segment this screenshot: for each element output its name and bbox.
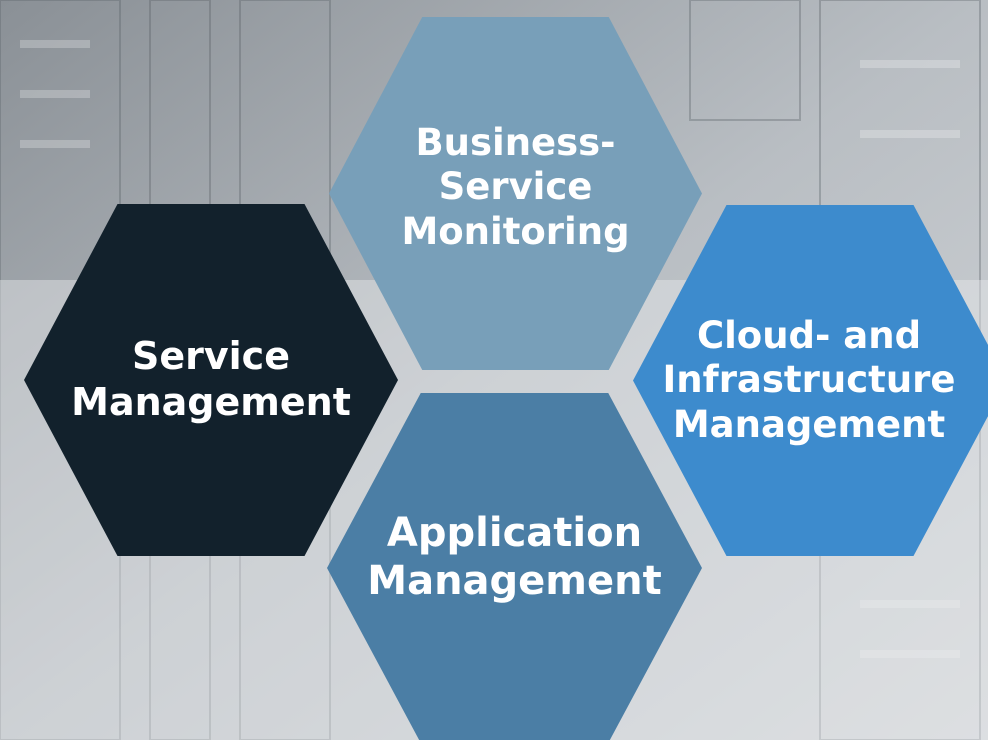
label-line: Cloud- and	[696, 313, 922, 357]
label-line: Service	[438, 165, 593, 209]
label-line: Management	[367, 558, 662, 604]
label-line: Management	[672, 402, 946, 446]
label-line: Application	[386, 510, 643, 556]
hexagon-service-management-label: Service Management	[71, 334, 351, 425]
label-line: Service	[132, 334, 290, 379]
label-line: Infrastructure	[662, 358, 956, 402]
label-line: Management	[71, 380, 351, 424]
hexagon-application-management-label: Application Management	[367, 509, 661, 605]
label-line: Monitoring	[401, 209, 630, 253]
label-line: Business-	[415, 120, 616, 164]
hexagon-business-service-monitoring-label: Business- Service Monitoring	[401, 121, 629, 254]
hexagon-cloud-infrastructure-management-label: Cloud- and Infrastructure Management	[662, 314, 955, 447]
